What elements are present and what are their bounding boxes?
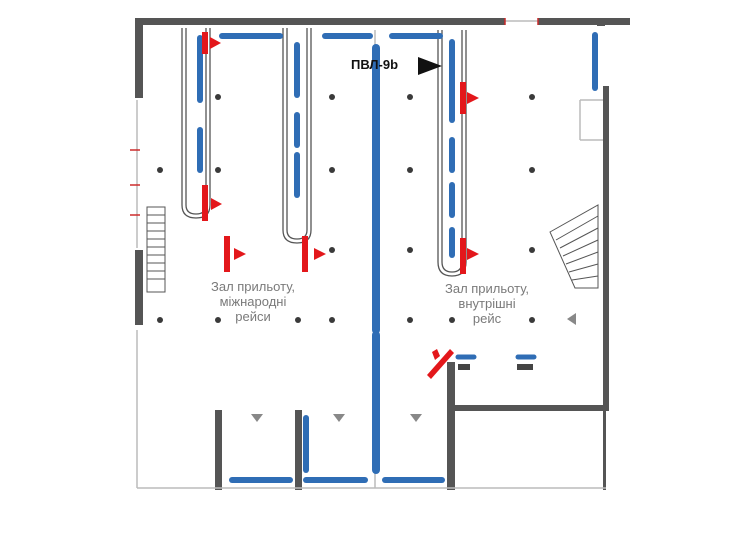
conveyor-belts <box>197 32 598 483</box>
hall-label-domestic: Зал прильоту, внутрішні рейс <box>422 281 552 326</box>
direction-arrows <box>251 313 576 422</box>
structural-columns <box>157 94 535 323</box>
hall-international-line3: рейси <box>235 309 271 324</box>
hall-international-line1: Зал прильоту, <box>210 279 296 294</box>
gate-arrow-icon <box>418 57 442 75</box>
hall-domestic-line1: Зал прильоту, <box>444 281 530 296</box>
stairs-left <box>146 206 166 293</box>
hall-international-line2: міжнародні <box>219 294 287 309</box>
hall-domestic-line3: рейс <box>472 311 502 326</box>
stairs-right <box>549 204 599 289</box>
doors <box>130 18 539 216</box>
gate-label: ПВЛ-9b <box>351 57 399 72</box>
walls <box>135 18 630 490</box>
hall-domestic-line2: внутрішні <box>458 296 516 311</box>
hall-label-international: Зал прильоту, міжнародні рейси <box>188 279 318 324</box>
entry-markers <box>202 32 479 379</box>
thin-walls <box>136 20 606 489</box>
service-blocks <box>458 364 533 370</box>
